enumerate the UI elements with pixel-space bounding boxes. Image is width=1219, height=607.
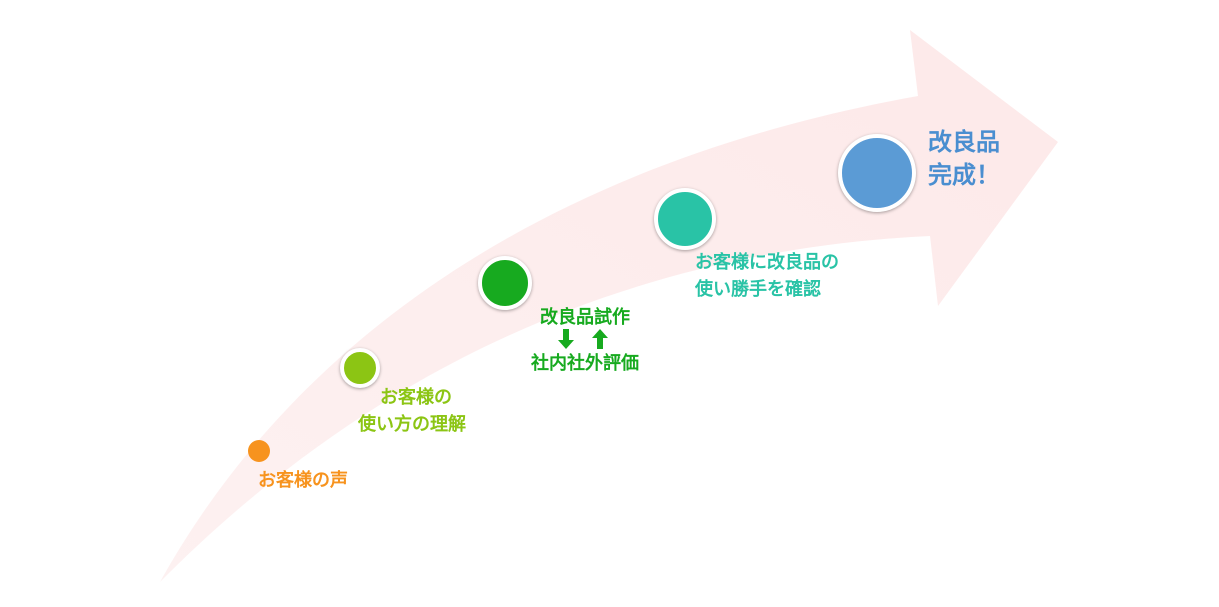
- stage-complete-line-1: 改良品: [928, 128, 1000, 156]
- up-arrow-icon: [592, 329, 608, 349]
- stage-prototype-line-2: 社内社外評価: [531, 353, 639, 374]
- stage-understanding-line-1: お客様の: [380, 387, 452, 408]
- stage-voice-line-1: お客様の声: [258, 470, 348, 491]
- stage-confirm-dot: [654, 188, 716, 250]
- stage-confirm-line-2: 使い勝手を確認: [695, 279, 821, 300]
- stage-confirm-label: お客様に改良品の 使い勝手を確認: [695, 249, 839, 303]
- stage-complete-label: 改良品 完成！: [928, 126, 1000, 192]
- stage-prototype-label-top: 改良品試作: [520, 304, 650, 331]
- stage-complete-dot: [838, 134, 916, 212]
- down-arrow-icon: [558, 329, 574, 349]
- stage-understanding-dot: [340, 348, 380, 388]
- stage-prototype-label-bottom: 社内社外評価: [510, 350, 660, 377]
- stage-prototype-dot: [478, 256, 532, 310]
- stage-understanding-line-2: 使い方の理解: [358, 414, 466, 435]
- stage-voice-label: お客様の声: [258, 467, 348, 494]
- stage-voice-dot: [248, 440, 270, 462]
- stage-prototype-line-1: 改良品試作: [540, 307, 630, 328]
- stage-confirm-line-1: お客様に改良品の: [695, 252, 839, 273]
- stage-understanding-label: お客様の 使い方の理解: [358, 384, 466, 438]
- evaluation-cycle-arrows: [558, 329, 618, 351]
- stage-complete-line-2: 完成！: [928, 161, 1000, 189]
